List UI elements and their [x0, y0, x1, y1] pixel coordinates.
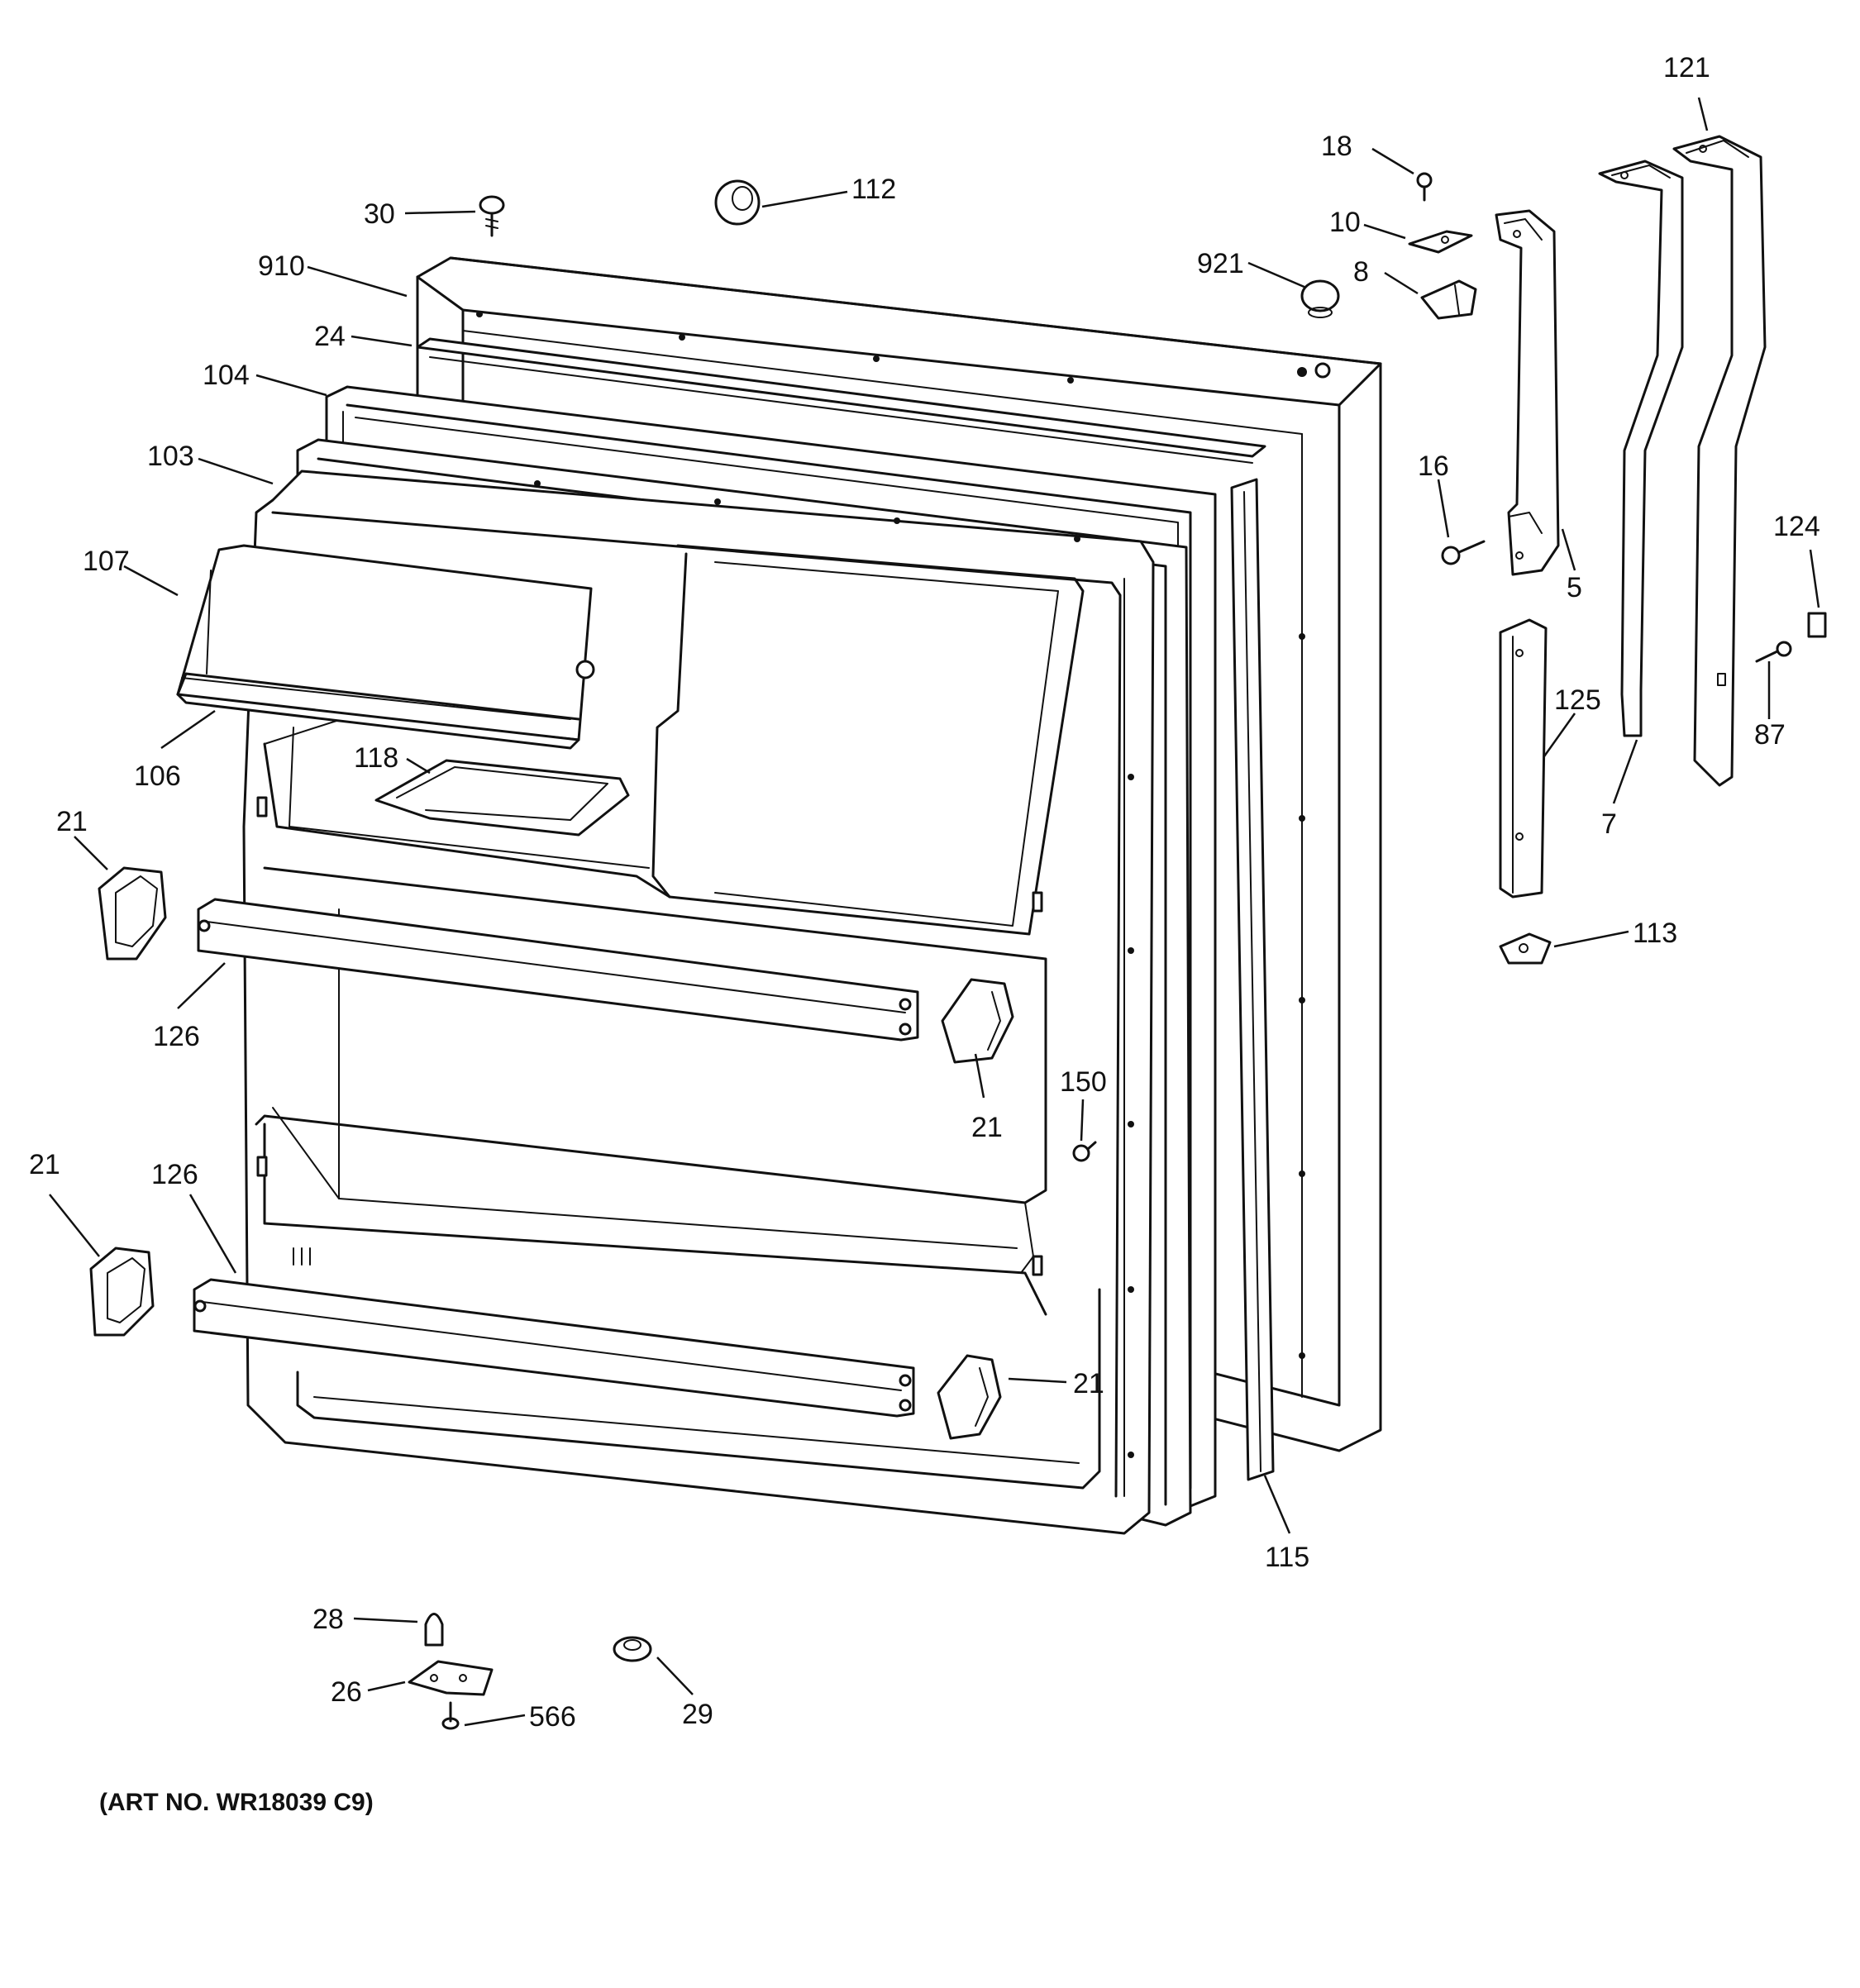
- hinge-cover-8: [1420, 279, 1477, 320]
- callout-labels: 121 18 112 30 10 921 8 910 24 104 103 16…: [29, 52, 1820, 1733]
- screw-566: [441, 1701, 460, 1730]
- shelf-end-cap-right-upper: [941, 978, 1014, 1064]
- callout-104: 104: [203, 360, 250, 391]
- callout-28: 28: [312, 1604, 344, 1635]
- callout-7: 7: [1601, 808, 1617, 840]
- stop-124: [1807, 612, 1827, 638]
- callout-115: 115: [1265, 1542, 1309, 1573]
- callout-921: 921: [1197, 248, 1244, 279]
- pin-28: [424, 1613, 444, 1647]
- callout-21-lower-left: 21: [29, 1149, 60, 1180]
- hinge-bracket-5: [1495, 209, 1560, 576]
- callout-107: 107: [83, 546, 130, 577]
- screw-87: [1755, 641, 1792, 663]
- top-trim-strip: [416, 337, 1266, 464]
- callout-5: 5: [1567, 572, 1582, 603]
- handle-channel-125: [1499, 618, 1548, 899]
- shelf-end-cap-right-lower: [937, 1354, 1002, 1440]
- bracket-10: [1408, 230, 1473, 254]
- plug-112: [714, 179, 761, 226]
- plug-29: [613, 1636, 652, 1662]
- shelf-end-cap-left-lower: [89, 1247, 155, 1337]
- callout-29: 29: [682, 1699, 713, 1730]
- callout-566: 566: [529, 1701, 576, 1733]
- callout-121: 121: [1663, 52, 1710, 83]
- cam-113: [1499, 932, 1552, 965]
- leader-lines: [49, 97, 1820, 1727]
- callout-30: 30: [364, 198, 395, 230]
- callout-125: 125: [1554, 684, 1601, 716]
- callout-87: 87: [1754, 719, 1786, 751]
- callout-21-lower-right: 21: [1073, 1368, 1104, 1399]
- screw-16: [1441, 540, 1486, 565]
- callout-113: 113: [1633, 918, 1677, 949]
- hinge-arm-7: [1598, 160, 1684, 737]
- callout-126-lower: 126: [151, 1159, 198, 1190]
- screw-18: [1416, 172, 1433, 202]
- callout-112: 112: [851, 174, 896, 205]
- callout-26: 26: [331, 1676, 362, 1708]
- egg-tray: [374, 759, 630, 837]
- callout-16: 16: [1418, 451, 1449, 482]
- callout-21-upper-right: 21: [971, 1112, 1003, 1143]
- shelf-end-cap-left-upper: [98, 866, 167, 961]
- side-seal-strip: [1230, 478, 1275, 1481]
- art-number: (ART NO. WR18039 C9): [99, 1789, 374, 1816]
- callout-103: 103: [147, 441, 194, 472]
- callout-24: 24: [314, 321, 346, 352]
- lower-shelf-bar: [193, 1278, 915, 1418]
- callout-150: 150: [1060, 1066, 1107, 1098]
- plate-26: [408, 1660, 494, 1696]
- dairy-door: [176, 544, 595, 750]
- callout-910: 910: [258, 250, 305, 282]
- callout-106: 106: [134, 760, 181, 792]
- callout-118: 118: [354, 742, 398, 774]
- plug-921: [1300, 279, 1340, 318]
- callout-21-top-left: 21: [56, 806, 88, 837]
- hinge-arm-121: [1672, 135, 1767, 787]
- screw-30: [479, 195, 505, 237]
- callout-8: 8: [1353, 256, 1369, 288]
- callout-126-upper: 126: [153, 1021, 200, 1052]
- callout-124: 124: [1773, 511, 1820, 542]
- callout-10: 10: [1329, 207, 1361, 238]
- screw-150: [1072, 1141, 1097, 1162]
- callout-18: 18: [1321, 131, 1352, 162]
- upper-shelf-bar: [197, 898, 919, 1042]
